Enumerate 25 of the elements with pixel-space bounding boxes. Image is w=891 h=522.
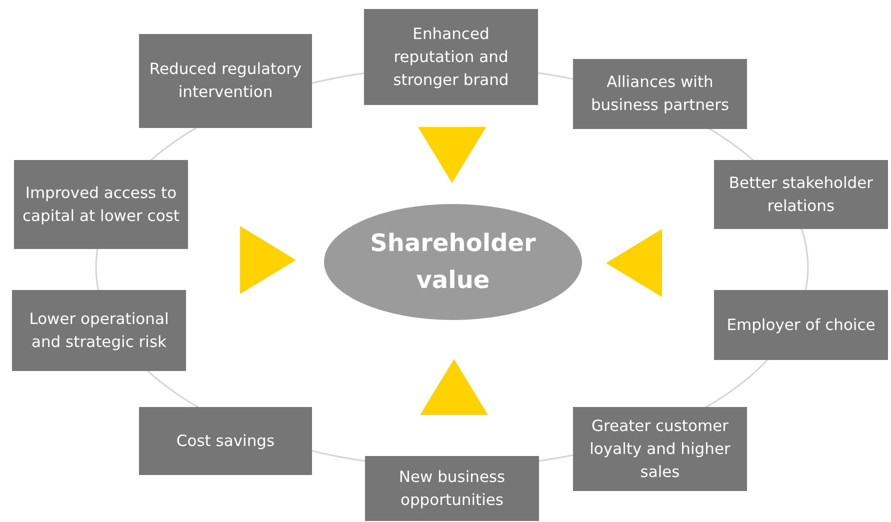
benefit-box — [573, 407, 747, 491]
arrow — [606, 229, 662, 297]
benefit-box — [14, 160, 188, 249]
benefit-label: Better stakeholder relations — [728, 172, 874, 216]
center-label: Shareholder value — [369, 228, 537, 296]
arrow — [240, 226, 296, 294]
arrow — [418, 127, 486, 183]
benefit-box — [12, 290, 186, 371]
benefit-label: Greater customer loyalty and higher sales — [588, 416, 732, 482]
benefit-label: New business opportunities — [398, 466, 506, 510]
benefit-box — [139, 407, 312, 475]
arrow — [420, 359, 488, 415]
benefit-label: Improved access to capital at lower cost — [22, 182, 180, 226]
benefit-box — [573, 59, 747, 129]
benefit-box — [139, 34, 312, 128]
benefit-label: Alliances with business partners — [590, 72, 730, 116]
benefit-box — [365, 456, 539, 521]
benefit-label: Enhanced reputation and stronger brand — [392, 24, 510, 90]
benefit-box — [714, 290, 888, 360]
benefit-label: Lower operational and strategic risk — [28, 308, 170, 352]
benefit-label: Employer of choice — [726, 314, 876, 336]
benefit-label: Reduced regulatory intervention — [148, 59, 303, 103]
benefit-box — [364, 9, 538, 105]
benefit-box — [714, 160, 888, 229]
benefit-label: Cost savings — [176, 430, 275, 452]
